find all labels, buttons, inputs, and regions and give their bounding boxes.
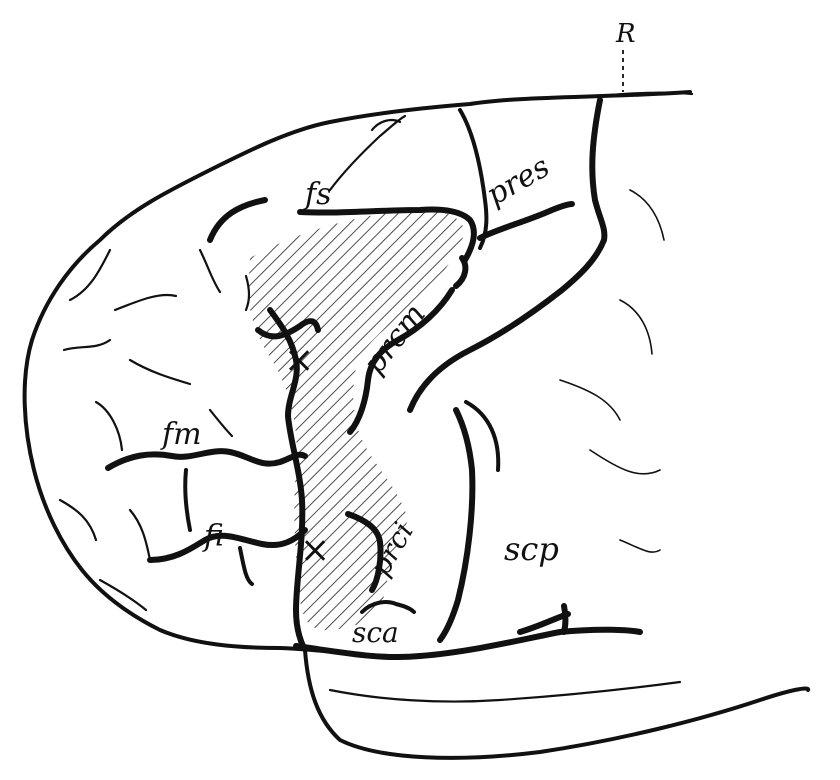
- precentral-superior-sulcus: [477, 201, 575, 241]
- label-scp: scp: [504, 530, 559, 568]
- temporal-sulcus: [328, 680, 682, 703]
- superior-frontal-sulcus: [207, 197, 477, 263]
- top-edge-line: [598, 91, 694, 98]
- label-fs: fs: [303, 177, 332, 212]
- frontal-gyral-line-2: [94, 358, 234, 452]
- lateral-fissure: [293, 603, 643, 661]
- parietal-vertical-sulcus: [464, 400, 501, 472]
- hatched-top-curve: [255, 318, 321, 340]
- inferior-precentral-sulcus: [267, 307, 307, 651]
- frontal-gyral-line-1: [62, 248, 178, 352]
- label-pres: pres: [481, 149, 556, 213]
- lesion-mark-lower: ×: [300, 530, 330, 571]
- label-fi: fi: [202, 519, 224, 554]
- lesion-mark-upper: ×: [284, 340, 314, 381]
- postcentral-sulcus: [437, 407, 476, 643]
- prci-sulcus: [345, 511, 384, 593]
- label-fm: fm: [160, 417, 202, 452]
- frontal-gyral-line-4: [198, 248, 251, 312]
- brain-outline: [22, 90, 692, 658]
- central-sulcus: [407, 97, 608, 413]
- inferior-frontal-sulcus: [147, 527, 308, 563]
- sca-sulcus: [360, 600, 416, 614]
- frontal-gyral-line-3: [58, 498, 152, 612]
- middle-frontal-sulcus: [105, 448, 308, 471]
- fi-branch: [183, 468, 254, 586]
- temporal-lobe-outline: [303, 648, 811, 760]
- marker-r: R: [615, 19, 636, 49]
- label-sca: sca: [352, 616, 399, 649]
- precentral-inner-curve: [453, 255, 469, 289]
- parietal-gyral-line-2: [559, 379, 661, 553]
- precentral-middle-sulcus: [347, 287, 455, 435]
- frontal-top-wiggle: [328, 114, 407, 192]
- parietal-gyral-line-1: [619, 189, 665, 355]
- frontal-upper-sulcus: [458, 108, 489, 250]
